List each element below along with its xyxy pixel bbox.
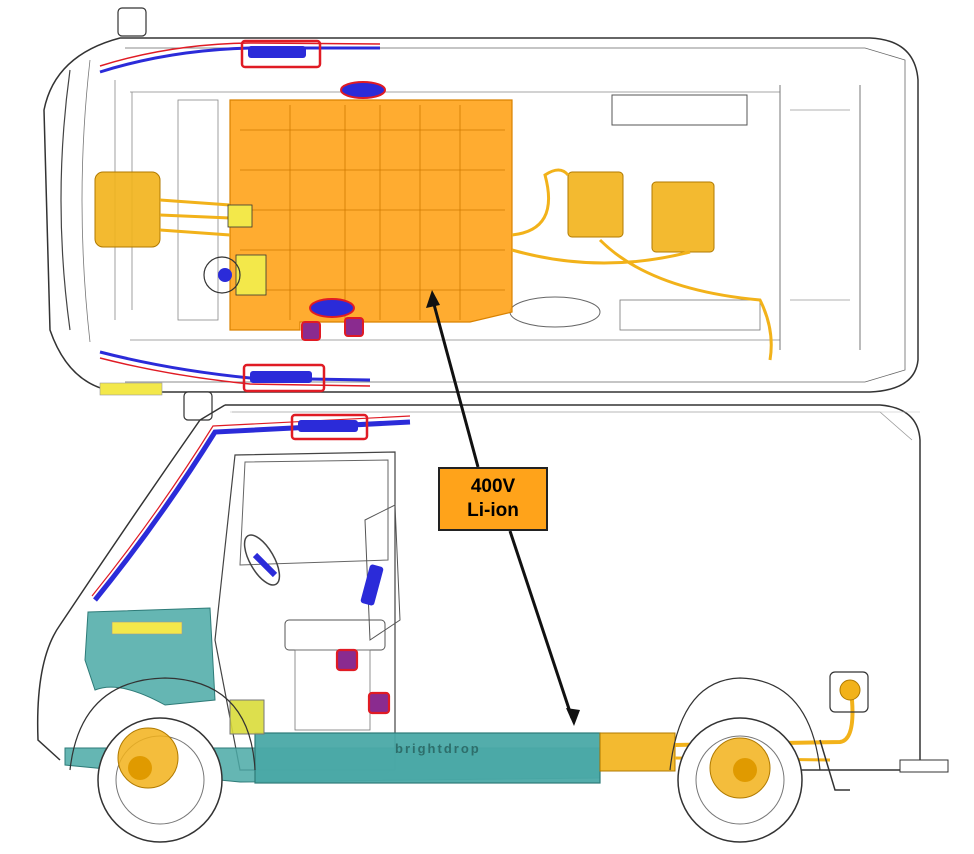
purple-sensor-side-2 — [367, 691, 391, 715]
callout-chemistry: Li-ion — [467, 500, 519, 521]
callout-voltage: 400V — [470, 476, 516, 497]
purple-sensor-side-1 — [335, 648, 359, 672]
hv-module-2 — [651, 181, 715, 253]
warning-strip-top — [99, 382, 163, 396]
brand-text: brightdrop — [395, 741, 481, 756]
highlight-airbag-module-right — [242, 363, 326, 393]
left-mirror-top — [117, 7, 147, 37]
charge-port-door — [829, 671, 869, 713]
battery-pack-top — [229, 99, 513, 331]
marker-ellipse-lower — [309, 298, 355, 318]
top-view — [43, 7, 919, 421]
arrow-to-side-battery — [508, 530, 574, 719]
highlight-airbag-module-left — [240, 39, 322, 69]
steering-wheel-side — [243, 534, 281, 586]
marker-ellipse-upper — [340, 81, 386, 99]
arrow-to-top-battery — [430, 296, 480, 468]
warning-label-1 — [227, 204, 253, 228]
warning-label-2 — [235, 254, 267, 296]
rear-wheel — [669, 677, 821, 843]
side-cargo-body — [225, 404, 921, 771]
right-mirror-top — [183, 391, 213, 421]
highlight-airbag-module-side — [290, 413, 369, 441]
seat-airbag — [360, 564, 384, 606]
purple-sensor-top-2 — [344, 317, 364, 337]
purple-sensor-top-1 — [301, 321, 321, 341]
battery-callout: 400V Li-ion — [438, 467, 548, 531]
battery-pack-side — [254, 732, 601, 784]
front-wheel — [69, 677, 256, 843]
airbag-curtain-side — [93, 419, 411, 602]
side-view: brightdrop — [36, 404, 949, 843]
side-cab-outline — [36, 404, 226, 761]
airbag-right-top — [99, 350, 371, 382]
warning-strip-side — [111, 621, 183, 635]
steering-wheel-top — [203, 256, 241, 294]
hv-module-1 — [567, 171, 624, 238]
front-drive-unit-top — [94, 171, 231, 248]
hv-cables-top — [511, 168, 773, 361]
callout-arrows — [426, 290, 580, 726]
